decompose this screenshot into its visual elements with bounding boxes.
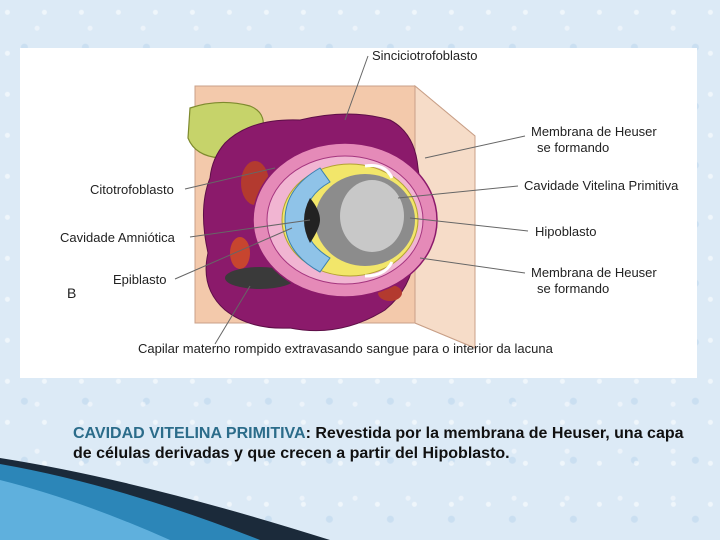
label-hipoblasto: Hipoblasto [535,224,597,239]
label-capilar: Capilar materno rompido extravasando san… [138,341,553,356]
label-cavidade-amniotica: Cavidade Amniótica [60,230,175,245]
label-membrana-top-1: Membrana de Heuser [531,124,657,139]
leader-capilar [214,285,251,345]
leader-hipoblasto [409,217,529,232]
label-membrana-bottom-1: Membrana de Heuser [531,265,657,280]
leader-membrana-bottom [419,257,526,274]
yolk-cavity-highlight [340,180,404,252]
leader-membrana-top [424,135,526,159]
label-cavidade-vitelina: Cavidade Vitelina Primitiva [524,178,679,193]
label-panel-letter: B [67,285,77,301]
arrow-bottom [364,261,394,278]
leader-epiblasto [174,227,293,280]
lacuna [230,237,250,269]
label-membrana-top-2: se formando [537,140,610,155]
label-citotrofoblasto: Citotrofoblasto [90,182,174,197]
caption-text: : Revestida por la membrana de Heuser, u… [73,425,684,462]
arrow-top [364,164,394,179]
label-membrana-bottom-2: se formando [537,281,610,296]
leader-amniotica [189,219,311,238]
amniotic-cavity [304,198,320,243]
diagram-panel: Sinciciotrofoblasto Membrana de Heuser s… [20,48,697,378]
leader-cavidade-vitelina [397,185,519,199]
leader-sincicio [344,55,369,121]
leader-citotrofoblasto [184,167,276,190]
label-sinciciotrofoblasto: Sinciciotrofoblasto [372,48,478,63]
decorative-swoosh [0,458,330,540]
caption-highlight: CAVIDAD VITELINA PRIMITIVA [73,425,306,442]
label-epiblasto: Epiblasto [113,272,167,287]
embryo-illustration [174,55,529,349]
caption: CAVIDAD VITELINA PRIMITIVA: Revestida po… [73,424,703,464]
swoosh-light [0,480,170,540]
